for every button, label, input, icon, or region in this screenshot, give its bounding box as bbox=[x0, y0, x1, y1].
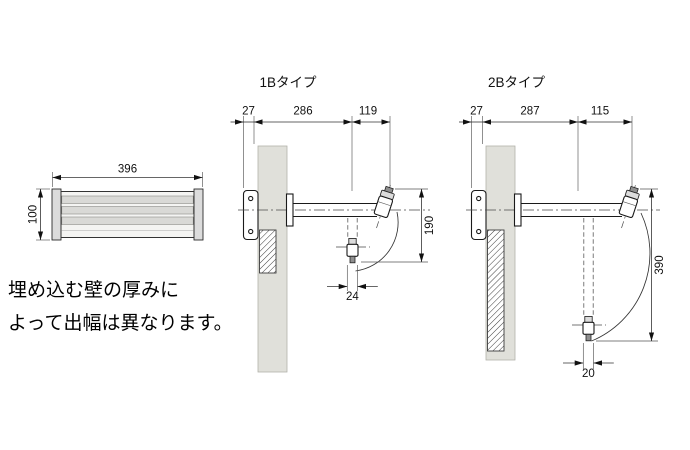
stowed-holder-2b bbox=[582, 316, 595, 342]
holder-tab bbox=[585, 333, 592, 342]
screw-hole bbox=[476, 195, 482, 202]
front-view: 396 100 bbox=[28, 164, 204, 241]
view-1b-title: 1Bタイプ bbox=[259, 75, 317, 90]
holder-cap bbox=[348, 238, 357, 245]
view-2b: 2Bタイプ 27 287 115 bbox=[459, 75, 666, 380]
view-1b: 1Bタイプ 27 286 119 bbox=[230, 75, 436, 373]
socket-seam bbox=[377, 201, 392, 207]
screw-hole bbox=[248, 228, 254, 235]
dim-embed-label-1b: 286 bbox=[293, 106, 312, 118]
case-flange-2b bbox=[513, 193, 522, 227]
holder-body bbox=[346, 243, 359, 257]
dim-out-label-2b: 115 bbox=[591, 106, 609, 118]
dim-swing-label-2b: 390 bbox=[654, 255, 666, 274]
pole-socket-1b bbox=[373, 185, 395, 229]
wall-hatch-1b bbox=[259, 229, 277, 274]
holder-tab bbox=[349, 255, 356, 264]
front-endcap-left bbox=[51, 188, 62, 241]
dim-plate-label-1b: 27 bbox=[242, 106, 255, 118]
dim-pitch-1b: 24 bbox=[327, 265, 378, 303]
dim-top-2b: 27 287 115 bbox=[459, 106, 633, 191]
mount-plate-1b bbox=[242, 189, 259, 241]
dim-swing-1b: 190 bbox=[361, 188, 436, 263]
holder-cap bbox=[584, 316, 593, 323]
socket-body bbox=[618, 195, 639, 218]
socket-seam bbox=[622, 201, 637, 207]
front-louver-slat bbox=[61, 216, 194, 225]
dim-out-label-1b: 119 bbox=[359, 106, 377, 118]
screw-hole bbox=[248, 195, 254, 202]
socket-body bbox=[373, 195, 394, 218]
swing-arc-2b bbox=[591, 212, 651, 342]
dim-front-height-label: 100 bbox=[28, 205, 40, 224]
dim-top-1b: 27 286 119 bbox=[230, 106, 391, 191]
front-endcap-right bbox=[193, 188, 204, 241]
dim-front-height: 100 bbox=[28, 188, 50, 241]
wall-hatch-2b bbox=[487, 229, 505, 352]
mount-plate-2b bbox=[470, 189, 487, 241]
dim-swing-label-1b: 190 bbox=[424, 216, 436, 235]
dim-plate-label-2b: 27 bbox=[470, 106, 483, 118]
screw-hole bbox=[476, 228, 482, 235]
dim-pitch-2b: 20 bbox=[563, 343, 614, 380]
dim-pitch-label-2b: 20 bbox=[582, 368, 595, 380]
dim-pitch-label-1b: 24 bbox=[346, 291, 359, 303]
view-2b-title: 2Bタイプ bbox=[488, 75, 546, 90]
dim-embed-label-2b: 287 bbox=[520, 106, 539, 118]
case-flange-1b bbox=[285, 193, 294, 227]
swing-arc-1b bbox=[355, 211, 399, 272]
note-line-1: 埋め込む壁の厚みに bbox=[8, 279, 179, 301]
pole-socket-2b bbox=[618, 185, 640, 229]
note-line-2: よって出幅は異なります。 bbox=[8, 312, 233, 334]
dim-front-width-label: 396 bbox=[118, 164, 137, 176]
holder-body bbox=[582, 321, 595, 335]
front-louver-slat bbox=[61, 206, 194, 215]
dim-swing-2b: 390 bbox=[596, 188, 666, 342]
front-louver-slat bbox=[61, 195, 194, 204]
stowed-holder-1b bbox=[346, 238, 359, 264]
dim-front-width: 396 bbox=[52, 164, 203, 187]
